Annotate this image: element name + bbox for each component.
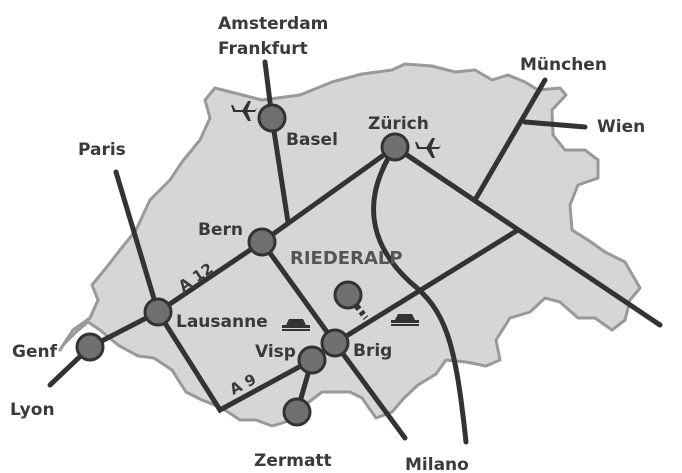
route-wien: [522, 119, 588, 130]
route-paris-lausanne: [113, 169, 161, 315]
switzerland-border: [58, 62, 642, 428]
car-train-icon: [282, 319, 310, 331]
label-milano: Milano: [405, 455, 469, 473]
lausanne-node[interactable]: [143, 297, 173, 327]
visp-node[interactable]: [297, 345, 327, 375]
route-zurich-east: [392, 144, 663, 328]
label-zurich: Zürich: [368, 114, 429, 134]
label-amsterdam: Amsterdam: [218, 14, 328, 34]
brig-node[interactable]: [320, 328, 350, 358]
genf-node[interactable]: [75, 332, 105, 362]
route-basel-bern: [269, 115, 291, 225]
riederalp-access: [345, 293, 369, 320]
basel-node[interactable]: [257, 103, 287, 133]
label-wien: Wien: [597, 117, 645, 137]
label-genf: Genf: [12, 342, 58, 362]
route-bern-zurich: [259, 144, 398, 245]
zurich-node[interactable]: [380, 132, 410, 162]
label-frankfurt: Frankfurt: [218, 39, 308, 59]
airplane-icon: [231, 101, 257, 121]
label-basel: Basel: [286, 130, 338, 150]
label-munchen: München: [520, 55, 607, 75]
riederalp-node[interactable]: [333, 280, 363, 310]
label-lyon: Lyon: [10, 400, 55, 420]
label-lausanne: Lausanne: [176, 312, 268, 332]
route-zurich-milano: [371, 144, 469, 445]
label-riederalp: RIEDERALP: [290, 248, 403, 269]
route-brig-east: [332, 227, 521, 346]
label-bern: Bern: [198, 220, 243, 240]
label-brig: Brig: [353, 341, 392, 361]
route-munchen: [472, 77, 548, 203]
route-brig-milano: [332, 340, 408, 441]
zermatt-node[interactable]: [282, 397, 312, 427]
label-zermatt: Zermatt: [254, 451, 332, 471]
route-bern-brig: [259, 239, 338, 346]
route-a12: [155, 239, 265, 315]
car-train-icon: [391, 314, 419, 326]
bern-node[interactable]: [247, 227, 277, 257]
label-paris: Paris: [78, 140, 126, 160]
airplane-icon: [415, 138, 441, 158]
label-visp: Visp: [255, 342, 296, 362]
